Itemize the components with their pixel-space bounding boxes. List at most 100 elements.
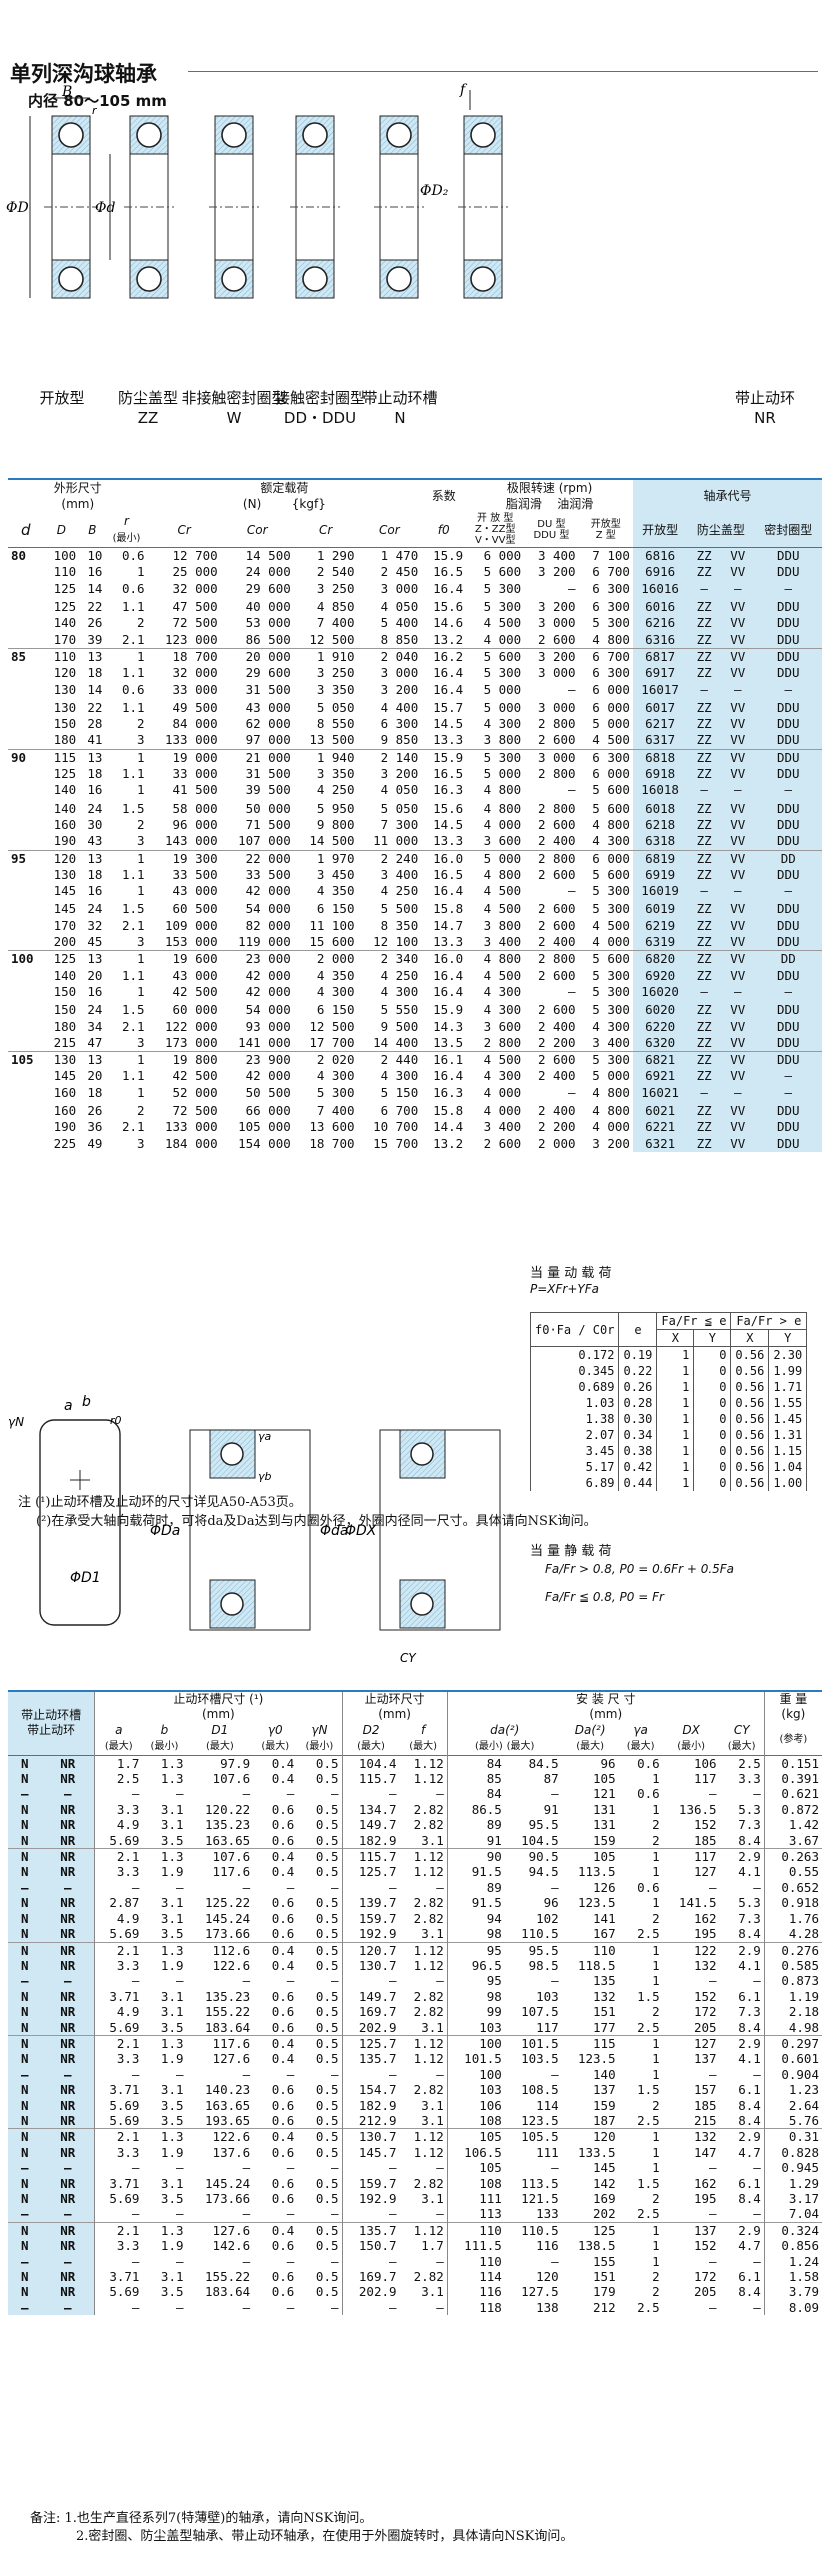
cell-bore: 105 <box>11 1052 34 1068</box>
load-cell: 0.34 <box>618 1427 658 1443</box>
cell-value: — <box>754 1084 822 1101</box>
cell-value: 150 <box>53 1002 77 1018</box>
install-cell: 202 <box>593 2206 616 2222</box>
install-cell: 5.69 <box>109 2112 140 2128</box>
cell-value: 1 <box>137 850 145 866</box>
cell-value: 4 050 <box>380 599 419 615</box>
cell-value: VV <box>720 934 755 951</box>
install-cell: 0.4 <box>271 1864 295 1880</box>
cell-value: 14 500 <box>245 548 291 564</box>
bearing-spec-table: 外形尺寸(mm) 额定载荷(N) {kgf} 系数 极限转速 (rpm)脂润滑 … <box>8 478 822 1152</box>
install-cell: 195 <box>693 2191 717 2206</box>
install-cell: 2.9 <box>719 1848 765 1865</box>
install-cell: 0.5 <box>297 1942 343 1958</box>
install-cell: 2.5 <box>637 2206 660 2222</box>
install-cell: 3.1 <box>399 2019 448 2036</box>
cell-value: 2 020 <box>316 1052 355 1068</box>
install-cell: 169.7 <box>358 2004 397 2020</box>
cell-value: 3 200 <box>592 1135 630 1151</box>
cell-value: 7 400 <box>316 615 355 631</box>
cell-value: 7 300 <box>380 816 419 832</box>
install-cell: 2 <box>652 2284 660 2300</box>
install-cell: 2 <box>652 1910 660 1926</box>
cell-value: ZZ <box>687 917 721 935</box>
cell-value: 10 700 <box>373 1119 419 1135</box>
cell-bore <box>8 615 44 631</box>
cell-value: 4 250 <box>380 883 419 899</box>
install-cell: 1.9 <box>160 2144 184 2160</box>
load-cell: 0.56 <box>730 1395 770 1411</box>
cell-value: 140 <box>53 615 77 631</box>
install-cell: 162 <box>693 2175 717 2191</box>
cell-value: 2 400 <box>537 1018 576 1034</box>
cell-bore <box>8 1035 44 1052</box>
cell-value: 5 300 <box>592 983 630 999</box>
install-cell: — <box>8 2253 42 2270</box>
install-cell: 120.22 <box>205 1801 251 1817</box>
col-code-open: 开放型 <box>632 512 688 548</box>
cell-value: 19 000 <box>172 749 218 765</box>
install-cell: 179 <box>593 2284 616 2300</box>
cell-value: 18 <box>87 665 103 681</box>
cell-value: 6 300 <box>592 580 630 596</box>
install-cell: 172 <box>693 2004 717 2020</box>
install-cell: 114 <box>536 2097 559 2113</box>
cell-value: VV <box>720 1068 755 1085</box>
cell-value: 24 <box>87 901 103 917</box>
install-cell: 3.71 <box>109 2082 140 2098</box>
col-e: e <box>618 1312 658 1347</box>
install-cell: 3.71 <box>109 2175 140 2191</box>
install-cell: 125.22 <box>205 1895 251 1911</box>
install-cell: 2.82 <box>399 2175 448 2191</box>
install-cell: 121 <box>593 1786 616 1802</box>
cell-value: 32 000 <box>172 665 218 681</box>
install-cell: 130.7 <box>358 2129 397 2145</box>
install-cell: — <box>242 2066 251 2082</box>
load-cell: 1.00 <box>768 1475 808 1491</box>
install-cell: — <box>41 2066 96 2083</box>
install-cell: — <box>389 1786 397 1802</box>
cell-value: 6916 <box>632 564 688 581</box>
cell-value: 22 <box>87 599 103 615</box>
cell-value: — <box>687 883 721 900</box>
cell-value: DD <box>754 950 822 968</box>
cell-value: 16.4 <box>433 967 464 983</box>
cell-value: ZZ <box>687 631 721 649</box>
cell-value: 1.1 <box>121 599 145 615</box>
cell-value: 9 800 <box>316 816 355 832</box>
cell-value: — <box>687 580 721 598</box>
install-cell: 0.297 <box>781 2035 819 2051</box>
cell-value: 5 050 <box>380 800 419 816</box>
cell-bore <box>8 581 44 597</box>
cell-value: 3 200 <box>537 564 576 580</box>
cell-value: 16 <box>87 983 103 999</box>
cell-value: 14 500 <box>309 833 355 849</box>
install-cell: — <box>41 2206 96 2223</box>
install-cell: 159 <box>593 1832 616 1848</box>
install-cell: 1 <box>652 1771 660 1787</box>
install-cell: — <box>8 2206 42 2223</box>
install-cell: 98 <box>486 1988 502 2004</box>
cell-value: VV <box>720 716 755 733</box>
cell-bore <box>8 632 44 649</box>
install-cell: — <box>41 2299 96 2316</box>
install-cell: 1 <box>652 2035 660 2051</box>
install-cell: 1 <box>652 2051 660 2067</box>
install-cell: 0.6 <box>271 2284 295 2300</box>
install-cell: NR <box>41 1832 96 1849</box>
cell-value: 3 000 <box>380 580 419 596</box>
install-cell: 7.3 <box>719 1817 765 1833</box>
install-cell: 1.3 <box>160 2035 184 2051</box>
load-cell: 0 <box>693 1379 732 1395</box>
cell-value: 122 000 <box>164 1018 218 1034</box>
cell-value: 4 350 <box>316 883 355 899</box>
install-cell: NR <box>41 1801 96 1818</box>
install-cell: 8.4 <box>719 2112 765 2129</box>
install-cell: 5.3 <box>719 1895 765 1911</box>
cell-bore <box>8 934 44 951</box>
